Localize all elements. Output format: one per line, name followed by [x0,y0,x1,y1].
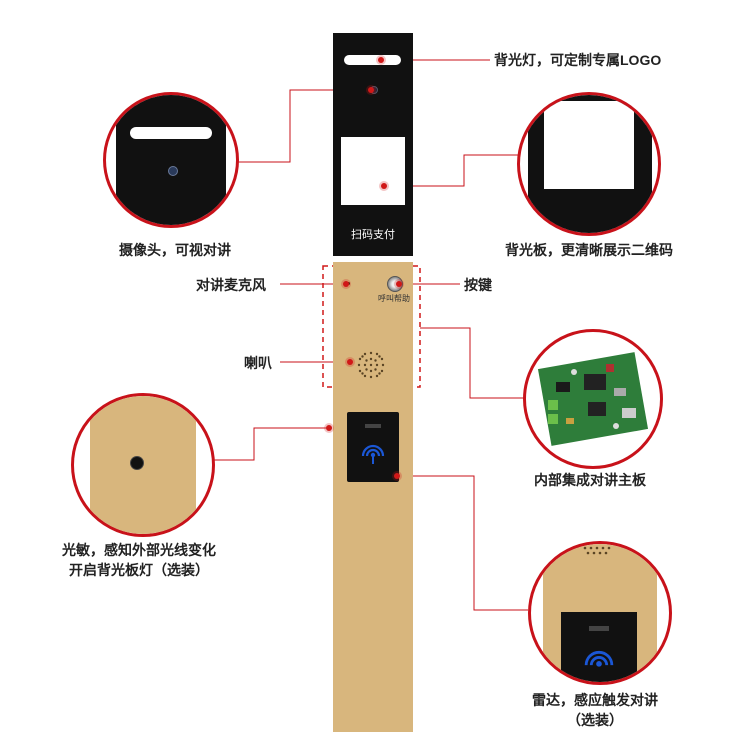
nfc-signal-icon [584,650,614,667]
sensor-label-line2: 开启背光板灯（选装） [69,562,209,578]
mainboard-label: 内部集成对讲主板 [534,472,646,488]
sensor-zoom-panel [90,396,196,534]
camera-zoom-circle [103,92,239,228]
board-zoom-panel [528,95,652,233]
panel-text: 扫码支付 [351,229,395,241]
mic-dot [343,281,349,287]
reader-window [365,424,381,428]
zoom-qr-board [544,101,634,189]
zoom-logo-strip [130,127,212,139]
mainboard-zoom-circle [523,329,663,469]
backlight-label: 背光灯，可定制专属LOGO [494,52,662,68]
speaker-grille-icon [357,351,385,379]
camera-dot [368,87,374,93]
backlight-dot [378,57,384,63]
board-dot [381,183,387,189]
speaker-grille-icon [583,546,611,555]
sensor-label-line1: 光敏，感知外部光线变化 [62,542,216,558]
camera-lens-icon [168,166,178,176]
card-reader [347,412,399,482]
radar-zoom-circle [528,541,672,685]
button-dot [396,281,402,287]
zoom-card-reader [561,612,637,682]
radar-zoom-panel [543,544,657,682]
board-label: 背光板，更清晰展示二维码 [505,242,673,258]
qr-backlight-board [341,137,405,205]
call-button-text: 呼叫帮助 [378,294,410,303]
speaker-dot [347,359,353,365]
radar-label-line1: 雷达，感应触发对讲 [532,692,658,708]
radar-dot [394,473,400,479]
camera-zoom-panel [116,95,226,225]
call-button-icon[interactable] [387,276,403,292]
button-label: 按键 [464,277,492,293]
radar-label-line2: （选装） [567,712,623,728]
nfc-signal-icon [361,444,385,464]
mic-label: 对讲麦克风 [196,277,266,293]
camera-label: 摄像头，可视对讲 [119,242,231,258]
board-zoom-circle [517,92,661,236]
sensor-zoom-circle [71,393,215,537]
light-sensor-icon [130,456,144,470]
logo-backlight-strip [344,55,401,65]
circuit-board-icon [537,352,649,446]
speaker-label: 喇叭 [244,355,272,371]
sensor-dot [326,425,332,431]
pole-top-panel: 扫码支付 [333,33,413,256]
reader-window [589,626,609,631]
pole-body: 呼叫帮助 [333,262,413,732]
